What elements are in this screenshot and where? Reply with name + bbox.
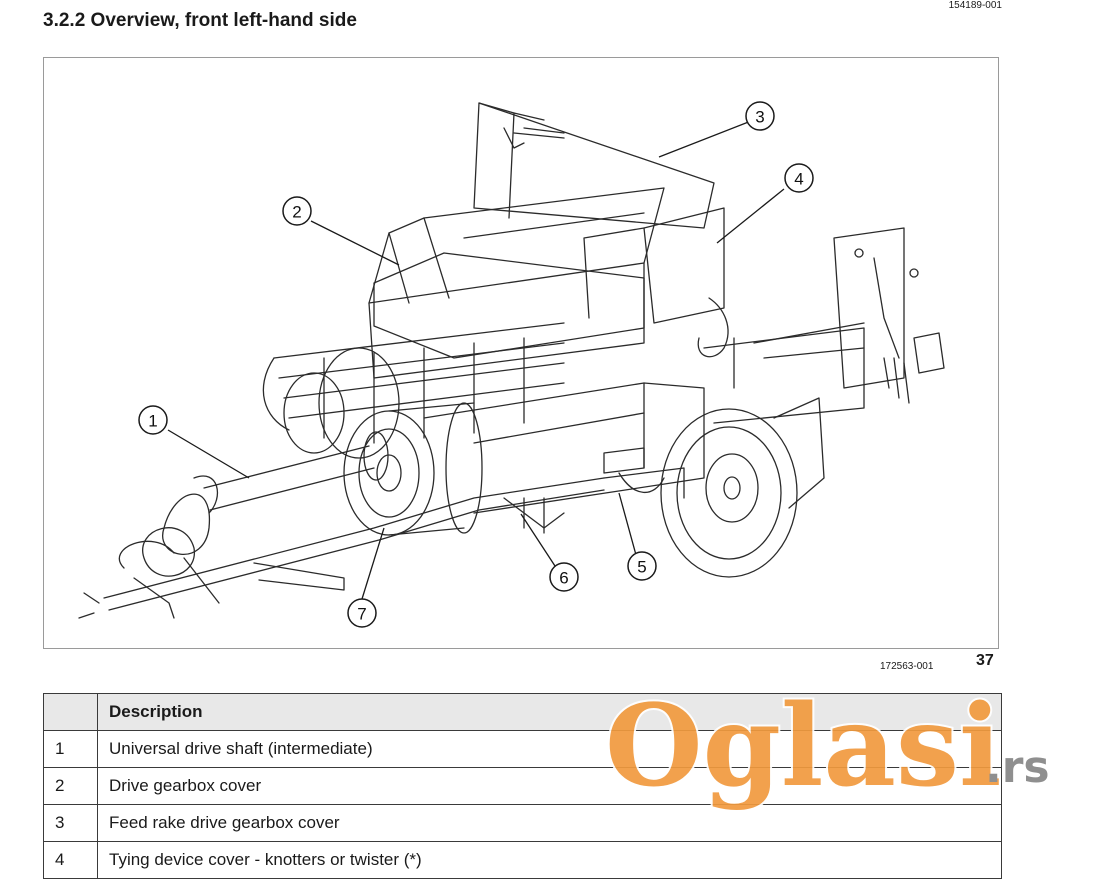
- baler-line-drawing: 1 2 3 4 5 6 7: [78, 101, 945, 628]
- table-row: 4 Tying device cover - knotters or twist…: [43, 841, 1002, 879]
- figure-number: 37: [976, 652, 994, 669]
- baler-illustration: 1 2 3 4 5 6 7: [43, 57, 999, 649]
- callout-circle-3: [745, 101, 775, 131]
- callout-label-7: 7: [357, 605, 366, 624]
- table-row: 1 Universal drive shaft (intermediate): [43, 730, 1002, 768]
- row-number: 3: [43, 804, 98, 842]
- row-number: 1: [43, 730, 98, 768]
- row-description: Tying device cover - knotters or twister…: [97, 841, 1002, 879]
- header-description-cell: Description: [97, 693, 1002, 731]
- callout-circle-4: [784, 163, 814, 193]
- callout-label-5: 5: [637, 558, 646, 577]
- oglasi-watermark: Oglasi .rs: [605, 690, 1050, 814]
- callout-label-1: 1: [148, 412, 157, 431]
- callout-circle-7: [347, 598, 377, 628]
- callout-label-3: 3: [755, 108, 764, 127]
- callout-label-4: 4: [794, 170, 803, 189]
- row-description: Universal drive shaft (intermediate): [97, 730, 1002, 768]
- watermark-tld: .rs: [985, 742, 1050, 793]
- row-number: 2: [43, 767, 98, 805]
- section-heading: 3.2.2 Overview, front left-hand side: [43, 10, 357, 31]
- document-id: 154189-001: [948, 0, 1002, 11]
- watermark-brand: Oglasi: [605, 690, 1002, 812]
- callout-label-2: 2: [292, 203, 301, 222]
- callout-circle-5: [627, 551, 657, 581]
- callout-circle-1: [138, 405, 168, 435]
- row-description: Feed rake drive gearbox cover: [97, 804, 1002, 842]
- figure-code: 172563-001: [880, 661, 934, 672]
- callout-label-6: 6: [559, 569, 568, 588]
- callout-circle-6: [549, 562, 579, 592]
- row-number: 4: [43, 841, 98, 879]
- table-row: 3 Feed rake drive gearbox cover: [43, 804, 1002, 842]
- callout-circle-2: [282, 196, 312, 226]
- header-number-cell: [43, 693, 98, 731]
- table-header-row: Description: [43, 693, 1002, 731]
